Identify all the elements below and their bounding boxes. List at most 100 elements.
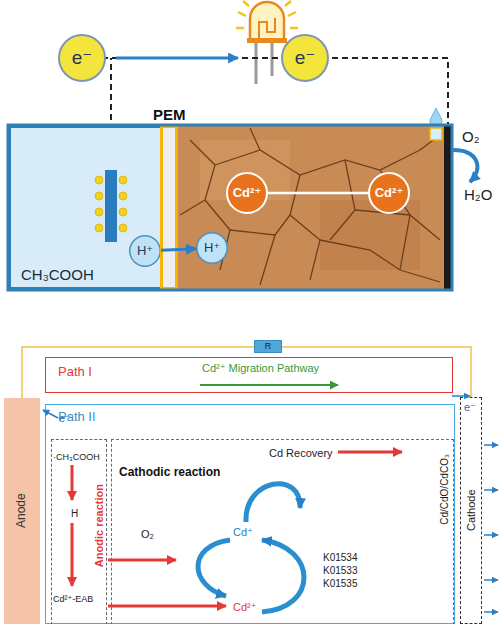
anode-rod: [105, 170, 117, 242]
output-arrow: [484, 579, 498, 581]
node-text: CH₃COOH: [21, 266, 94, 283]
rotated-heading: Anodic reaction: [93, 484, 106, 567]
node-text: e⁻: [281, 34, 329, 82]
circle-shape: [227, 173, 267, 213]
migration-arrow: [200, 384, 338, 386]
node-text: Cd²⁺: [226, 172, 268, 214]
species-label: Cd²⁺-EAB: [53, 594, 93, 604]
cadmium-ion-circle: Cd²⁺: [368, 172, 410, 214]
soil-crack: [320, 240, 440, 282]
membrane-band: PEM: [160, 125, 178, 290]
reduction-arrow: [453, 150, 477, 182]
soil-crack: [230, 215, 290, 235]
soil-chamber: [178, 126, 446, 289]
electron-arrow: [452, 395, 470, 397]
resistor-box: R: [254, 340, 282, 353]
electron-label: e⁻: [464, 401, 476, 414]
led-filament: [259, 18, 275, 40]
electron-flow-arrow: [116, 57, 238, 60]
soil-crack: [355, 210, 440, 240]
node-text: Cathode: [461, 398, 481, 623]
led-bulb: [250, 2, 284, 40]
schematic-wire: [22, 347, 471, 398]
soil-crack: [250, 128, 440, 285]
led-ray: [236, 27, 244, 30]
species-label: O₂: [141, 528, 154, 541]
biofilm-dots: [95, 176, 127, 232]
soil-crack: [290, 175, 320, 280]
species-label: Cd⁺: [233, 526, 253, 539]
cycle-arrow: [198, 540, 230, 596]
transfer-arrow: [108, 559, 176, 562]
recovery-arrow: [338, 451, 402, 454]
product-label: H₂O: [464, 186, 492, 203]
led-leg: [255, 42, 258, 84]
water-inlet: [430, 128, 442, 140]
led-ray: [290, 27, 298, 30]
cadmium-ion-circle: Cd²⁺: [226, 172, 268, 214]
biofilm-dot: [119, 192, 127, 200]
species-label: H: [71, 508, 78, 520]
soil-crack: [180, 200, 205, 215]
anode-electrode: Anode: [4, 398, 40, 624]
node-text: Anode: [4, 398, 40, 624]
output-arrow: [484, 534, 498, 536]
anodic-reaction-box: Anodic reaction ·CH₃COOH H Cd²⁺-EAB: [51, 439, 107, 624]
biofilm-dot: [95, 192, 103, 200]
anodic-step-arrow: [71, 465, 74, 500]
pathway-box: Path I Cd²⁺ Migration Pathway: [45, 357, 453, 393]
node-text: H⁺: [196, 232, 228, 264]
led-ray: [238, 12, 246, 16]
connector-layer: [161, 193, 368, 250]
electron-circle: e⁻: [58, 34, 106, 82]
ion-migration-line: [268, 192, 368, 195]
pathway-box: Path IIAnodic reaction·CH₃COOHHCd²⁺-EABC…: [45, 404, 455, 624]
output-arrow: [484, 489, 498, 491]
box-heading: Cathodic reaction: [119, 466, 220, 480]
species-label: ·CH₃COOH: [53, 452, 100, 462]
electron-label: e⁻: [59, 412, 71, 425]
species-label: Cd²⁺: [233, 601, 257, 614]
cycle-arrow: [262, 540, 304, 612]
node-text: e⁻: [58, 34, 106, 82]
circle-shape: [369, 173, 409, 213]
cycle-arrow: [246, 484, 300, 522]
proton-transfer-arrow: [161, 249, 196, 251]
biofilm-dot: [95, 224, 103, 232]
led-ray: [285, 1, 291, 6]
proton-circle: H⁺: [196, 232, 228, 264]
circle-shape: [130, 236, 161, 267]
cathodic-reaction-box: Cathodic reaction Cd RecoveryCd/CdO/CdCO₃…: [111, 439, 454, 624]
water-drop: [430, 108, 442, 127]
biofilm-dot: [95, 176, 103, 184]
node-text: Cd²⁺: [368, 172, 410, 214]
soil-crack: [330, 160, 355, 240]
anode-chamber: CH₃COOH H⁺: [8, 125, 160, 290]
product-label: Cd/CdO/CdCO₃: [439, 454, 451, 525]
node-text: PEM: [153, 106, 186, 123]
node-text: Path I: [58, 365, 92, 380]
soil-cracks: [180, 128, 440, 285]
circle-shape: [197, 233, 228, 264]
transfer-arrow: [108, 605, 226, 608]
anodic-step-arrow: [71, 523, 74, 586]
cell-outline: [8, 125, 452, 290]
circle-shape: [59, 35, 105, 81]
biofilm-dot: [119, 208, 127, 216]
node-text: H⁺: [129, 235, 161, 267]
output-arrow: [484, 611, 498, 613]
led-ray: [243, 1, 249, 6]
electron-circle: e⁻: [281, 34, 329, 82]
circle-shape: [282, 35, 328, 81]
output-arrow: [484, 444, 498, 446]
cathode-electrode: Cathode: [460, 397, 482, 624]
proton-circle: H⁺: [129, 235, 161, 267]
node-text: Cd²⁺ Migration Pathway: [202, 362, 319, 375]
biofilm-dot: [119, 176, 127, 184]
gene-id-list: K01534 K01533 K01535: [323, 551, 365, 590]
cathode-output-arrows: [484, 445, 498, 612]
soil-crack: [215, 150, 420, 175]
led-base: [247, 38, 287, 43]
process-label: Cd Recovery: [269, 447, 333, 460]
reactant-label: O₂: [462, 128, 480, 145]
